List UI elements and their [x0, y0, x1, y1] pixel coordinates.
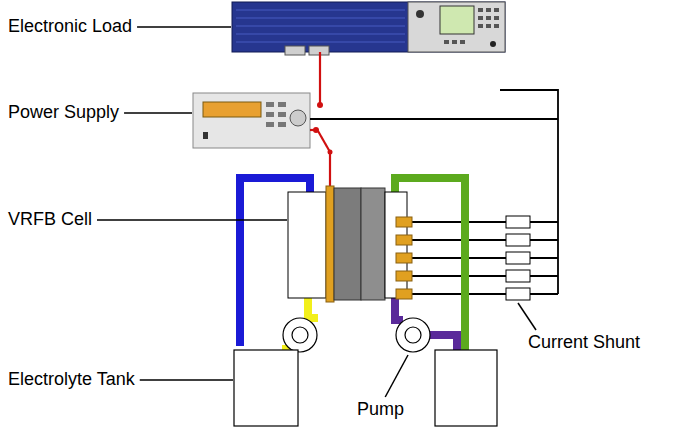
part-label: VRFB Cell	[8, 210, 92, 230]
leader-line	[140, 379, 233, 381]
leader-line	[97, 219, 287, 221]
switch-contact	[317, 102, 323, 108]
switch-pivot	[328, 150, 333, 155]
leader-line	[137, 26, 231, 28]
electrolyte-tubes	[240, 178, 465, 352]
part-label: Electronic Load	[8, 17, 132, 37]
electrolyte-tank	[234, 350, 497, 426]
leader-line	[124, 112, 192, 114]
leader-line	[385, 355, 408, 397]
pump	[283, 318, 430, 352]
current-shunts	[506, 216, 530, 300]
part-label: Pump	[357, 400, 404, 420]
electronic-load	[232, 2, 505, 55]
power-wires	[310, 52, 330, 188]
switch-contact	[313, 127, 319, 133]
part-label: Power Supply	[8, 103, 119, 123]
part-label: Electrolyte Tank	[8, 370, 135, 390]
leader-line	[518, 303, 536, 330]
part-label: Current Shunt	[528, 333, 640, 353]
vrfb-cell	[288, 186, 412, 302]
power-supply	[193, 93, 310, 148]
